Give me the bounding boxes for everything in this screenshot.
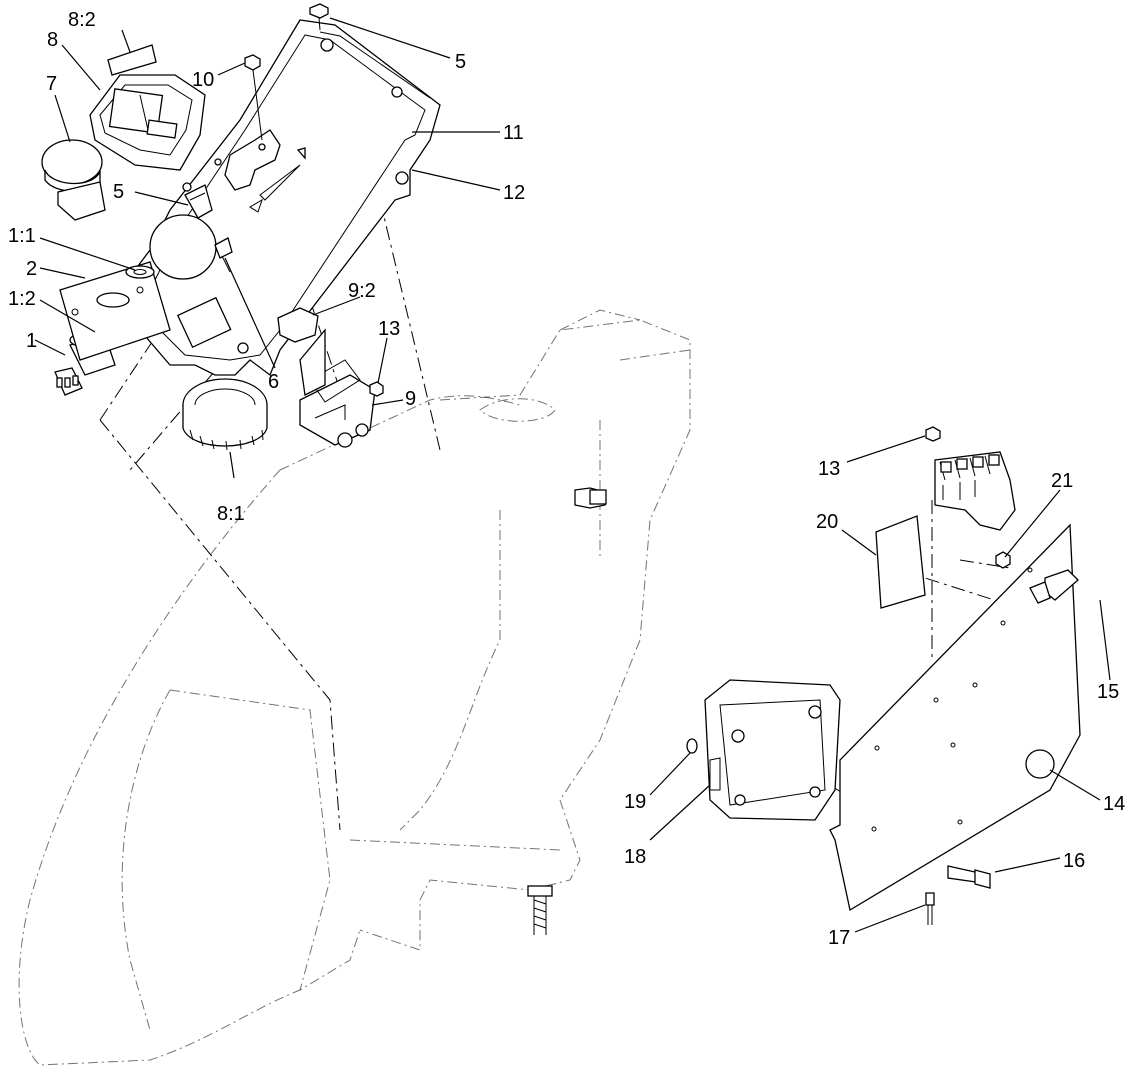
bolt-17 (925, 892, 935, 925)
terminal-block (934, 451, 1016, 531)
leader-lines (34, 17, 1111, 933)
bolt-6 (214, 237, 233, 273)
console-housing (119, 19, 441, 377)
callout-1: 1 (26, 330, 37, 352)
callout-14: 14 (1103, 793, 1125, 815)
callout-9: 9 (405, 388, 416, 410)
phantom-machine-body (18, 309, 691, 1066)
callout-21: 21 (1051, 470, 1073, 492)
callout-15: 15 (1097, 681, 1119, 703)
bracket-5 (184, 184, 213, 219)
screw-top (309, 3, 329, 31)
callout-13-right: 13 (818, 458, 840, 480)
switch-boot (277, 307, 319, 343)
callout-5-mid: 5 (113, 181, 124, 203)
callout-5-top: 5 (455, 51, 466, 73)
nut-13-left (369, 381, 384, 397)
callout-6: 6 (268, 371, 279, 393)
bolt-16 (947, 865, 991, 889)
relay-switch (299, 328, 376, 448)
side-panel (829, 523, 1081, 912)
callout-18: 18 (624, 846, 646, 868)
gasket-outline (319, 31, 431, 99)
display-gauge (89, 74, 206, 171)
callout-11: 11 (503, 122, 524, 144)
callout-10: 10 (192, 69, 214, 91)
controller-module (704, 679, 841, 821)
stem-bolt (527, 885, 553, 935)
washer-19 (686, 738, 698, 754)
callout-1-1: 1:1 (8, 225, 36, 247)
body-bolt (574, 487, 607, 509)
decal-20 (875, 515, 926, 609)
callout-8-1: 8:1 (217, 503, 245, 525)
callout-19: 19 (624, 791, 646, 813)
mounting-plate (59, 261, 171, 361)
callout-1-2: 1:2 (8, 288, 36, 310)
callout-labels: 8:2 8 7 10 5 11 12 5 1:1 2 1:2 1 6 9:2 1… (8, 9, 1125, 949)
callout-16: 16 (1063, 850, 1085, 872)
callout-7: 7 (46, 73, 57, 95)
callout-8-2: 8:2 (68, 9, 96, 31)
callout-13-left: 13 (378, 318, 400, 340)
nut-13-right (925, 426, 941, 442)
callout-9-2: 9:2 (348, 280, 376, 302)
callout-8: 8 (47, 29, 58, 51)
callout-12: 12 (503, 182, 525, 204)
knob (41, 139, 106, 221)
callout-20: 20 (816, 511, 838, 533)
decal-8-2 (107, 44, 157, 76)
callout-2: 2 (26, 258, 37, 280)
callout-17: 17 (828, 927, 850, 949)
nut-10 (244, 54, 263, 141)
knob-15 (1029, 569, 1079, 604)
ring-nut (182, 378, 268, 451)
